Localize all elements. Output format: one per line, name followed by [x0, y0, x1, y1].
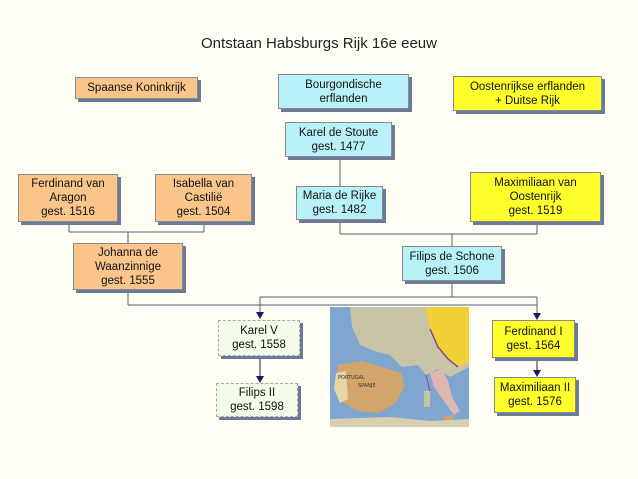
person-name-line2: Castilië	[184, 192, 223, 204]
person-filips-de-schone: Filips de Schone gest. 1506	[402, 246, 502, 281]
person-name-line2: Aragon	[49, 192, 87, 204]
person-death: gest. 1504	[176, 206, 231, 218]
person-maria-de-rijke: Maria de Rijke gest. 1482	[296, 186, 383, 220]
person-maximiliaan-van-oostenrijk: Maximiliaan van Oostenrijk gest. 1519	[470, 172, 601, 222]
person-name-line1: Johanna de	[97, 246, 159, 259]
person-name: Karel V	[240, 325, 278, 337]
europe-map-svg: PORTUGAL SPANJE	[330, 307, 469, 427]
header-label: Spaanse Koninkrijk	[87, 82, 186, 94]
diagram-title: Ontstaan Habsburgs Rijk 16e eeuw	[201, 35, 437, 52]
person-death: gest. 1519	[508, 205, 563, 217]
person-name-line1: Isabella van	[172, 178, 235, 190]
person-isabella-van-castilie: Isabella van Castilië gest. 1504	[155, 174, 252, 222]
person-death: gest. 1555	[101, 274, 155, 287]
person-name-line1: Maximiliaan van	[494, 177, 577, 189]
person-name: Ferdinand I	[504, 326, 563, 338]
person-name: Filips II	[238, 387, 276, 399]
person-maximiliaan-ii: Maximiliaan II gest. 1576	[494, 377, 576, 413]
person-filips-ii: Filips II gest. 1598	[216, 383, 298, 417]
header-austrian-lands: Oostenrijkse erflanden + Duitse Rijk	[453, 76, 602, 111]
person-name: Filips de Schone	[409, 250, 495, 263]
person-ferdinand-i: Ferdinand I gest. 1564	[492, 320, 575, 358]
person-karel-v: Karel V gest. 1558	[218, 320, 300, 356]
person-death: gest. 1506	[425, 264, 479, 277]
person-name: Maximiliaan II	[499, 382, 571, 394]
europe-map-image: PORTUGAL SPANJE	[330, 307, 469, 427]
header-burgundian-lands: Bourgondische erflanden	[278, 74, 409, 109]
header-label-line2: erflanden	[319, 92, 368, 105]
person-death: gest. 1564	[506, 340, 561, 352]
person-name: Maria de Rijke	[302, 190, 377, 202]
header-label-line2: + Duitse Rijk	[495, 94, 560, 107]
person-death: gest. 1477	[311, 140, 366, 153]
person-death: gest. 1482	[312, 204, 367, 216]
person-ferdinand-van-aragon: Ferdinand van Aragon gest. 1516	[18, 174, 118, 222]
person-name: Karel de Stoute	[298, 126, 379, 139]
person-death: gest. 1558	[232, 339, 286, 351]
map-label-portugal: PORTUGAL	[338, 375, 365, 381]
person-name-line2: Oostenrijk	[509, 191, 562, 203]
person-death: gest. 1516	[41, 206, 95, 218]
person-death: gest. 1576	[508, 396, 562, 408]
header-spanish-kingdom: Spaanse Koninkrijk	[75, 77, 198, 99]
map-label-spanje: SPANJE	[358, 383, 376, 389]
person-johanna-de-waanzinnige: Johanna de Waanzinnige gest. 1555	[73, 243, 183, 290]
person-death: gest. 1598	[230, 401, 284, 413]
person-karel-de-stoute: Karel de Stoute gest. 1477	[285, 122, 392, 157]
header-label-line1: Oostenrijkse erflanden	[469, 80, 586, 93]
header-label-line1: Bourgondische	[305, 78, 382, 91]
person-name-line1: Ferdinand van	[31, 178, 105, 190]
person-name-line2: Waanzinnige	[94, 260, 162, 273]
